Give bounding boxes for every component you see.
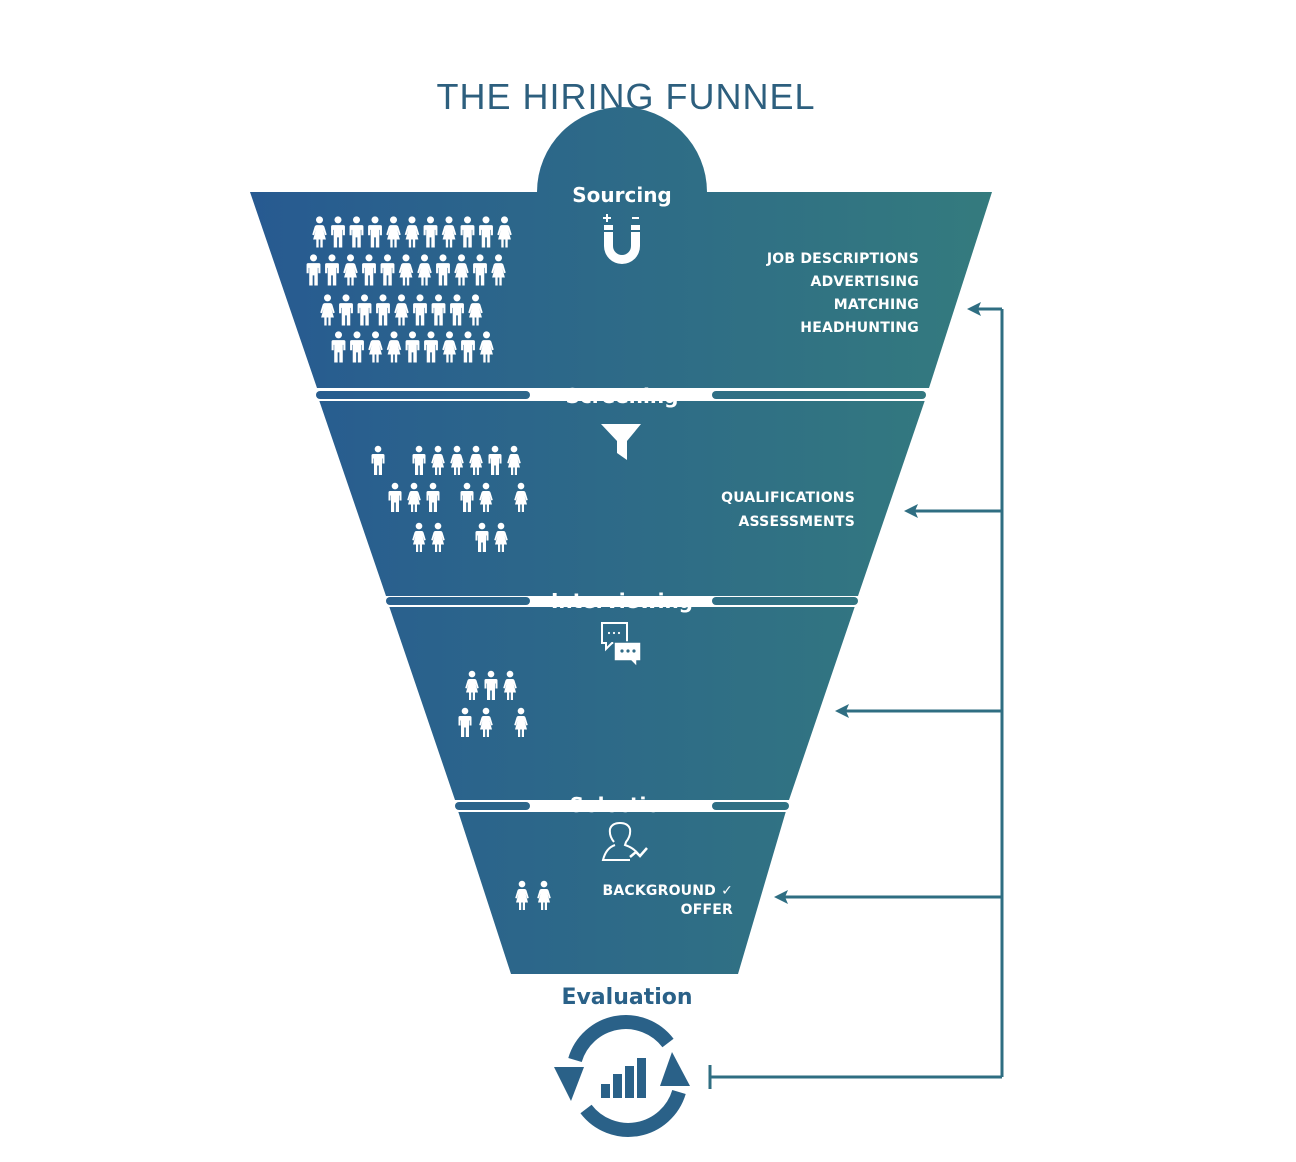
- detail-qualifications: QUALIFICATIONS: [721, 490, 855, 506]
- feedback-arrows: [708, 307, 1004, 1089]
- arrow-head-interviewing: [835, 704, 849, 718]
- funnel-band-interviewing: [389, 606, 855, 800]
- evaluation-label: Evaluation: [561, 985, 692, 1010]
- detail-job-descriptions: JOB DESCRIPTIONS: [766, 251, 919, 267]
- arrow-head-screening: [904, 504, 918, 518]
- user-check-icon: [601, 821, 648, 861]
- divider-interviewing: [380, 596, 864, 607]
- selection-details: BACKGROUND ✓ OFFER: [602, 883, 733, 918]
- filter-icon: [601, 424, 641, 460]
- stage-label-screening: Screening: [566, 384, 679, 408]
- detail-background: BACKGROUND ✓: [602, 883, 733, 899]
- arrow-head-selection: [774, 890, 788, 904]
- refresh-chart-icon: [554, 1015, 690, 1137]
- funnel-band-selection: [458, 811, 786, 974]
- detail-assessments: ASSESSMENTS: [738, 514, 855, 530]
- chat-bubbles-icon: [601, 622, 642, 669]
- arrow-head-sourcing: [967, 302, 981, 316]
- screening-details: QUALIFICATIONS ASSESSMENTS: [721, 490, 855, 530]
- divider-screening: [310, 389, 932, 401]
- detail-advertising: ADVERTISING: [811, 274, 919, 290]
- sourcing-details: JOB DESCRIPTIONS ADVERTISING MATCHING HE…: [766, 251, 919, 336]
- stage-label-selection: Selection: [570, 793, 675, 817]
- funnel-band-sourcing: [250, 107, 992, 388]
- magnet-icon: [603, 214, 640, 264]
- detail-matching: MATCHING: [834, 297, 919, 313]
- detail-headhunting: HEADHUNTING: [800, 320, 919, 336]
- detail-offer: OFFER: [681, 902, 733, 918]
- funnel-band-screening: [319, 400, 925, 596]
- divider-selection: [448, 800, 794, 812]
- stage-label-sourcing: Sourcing: [572, 183, 672, 207]
- stage-label-interviewing: Interviewing: [551, 589, 693, 613]
